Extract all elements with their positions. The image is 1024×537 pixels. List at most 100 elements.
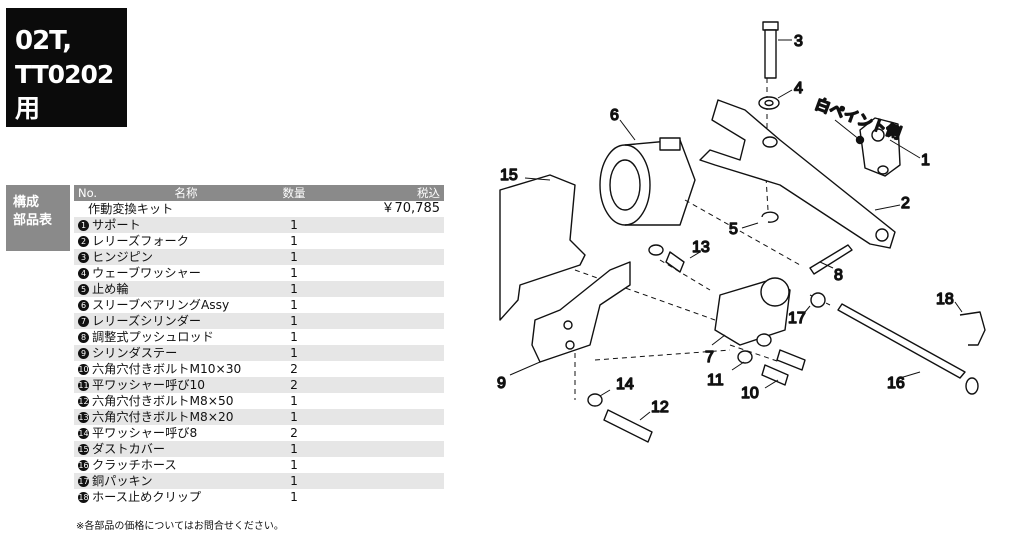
part-quantity: 1 <box>260 249 328 265</box>
price-note: ※各部品の価格についてはお問合せください。 <box>76 521 284 532</box>
callout-11: 11 <box>707 372 724 389</box>
white-paint-side-label: 白ペイント側 <box>813 95 904 143</box>
part-price <box>328 441 444 457</box>
leader-lines <box>509 39 963 421</box>
part-price <box>328 233 444 249</box>
part-number-badge: 18 <box>78 492 89 503</box>
part-number-badge: 4 <box>78 268 89 279</box>
part-price <box>328 377 444 393</box>
part-number-badge: 12 <box>78 396 89 407</box>
callout-8: 8 <box>834 267 843 284</box>
callout-10: 10 <box>741 385 759 402</box>
part-quantity: 2 <box>260 377 328 393</box>
bolt-m8x20-part <box>648 244 685 273</box>
part-price <box>328 313 444 329</box>
part-name: レリーズシリンダー <box>92 314 202 328</box>
part-number-badge: 7 <box>78 316 89 327</box>
part-price <box>328 281 444 297</box>
part-price <box>328 297 444 313</box>
part-quantity: 1 <box>260 345 328 361</box>
part-quantity: 1 <box>290 298 298 312</box>
callout-9: 9 <box>497 375 506 392</box>
part-number-badge: 14 <box>78 428 89 439</box>
part-price <box>328 217 444 233</box>
header-name: 名称 <box>112 185 260 201</box>
part-name: シリンダステー <box>92 346 178 360</box>
part-name: 六角穴付きボルトM8×50 <box>92 394 234 408</box>
part-name: 調整式プッシュロッド <box>92 330 214 344</box>
part-number-badge: 11 <box>78 380 89 391</box>
kit-row: 作動変換キット ￥70,785 <box>74 201 444 217</box>
part-price <box>328 409 444 425</box>
model-title-line1: 02T, <box>15 26 72 56</box>
part-quantity: 1 <box>290 458 298 472</box>
callout-1: 1 <box>921 152 930 169</box>
callout-18: 18 <box>936 291 954 308</box>
part-quantity: 1 <box>260 409 328 425</box>
callout-13: 13 <box>692 239 710 256</box>
callout-5: 5 <box>729 221 738 238</box>
part-name: 止め輪 <box>92 282 129 296</box>
part-price <box>328 393 444 409</box>
model-title-line2: TT0202用 <box>15 60 114 123</box>
hose-clip-part <box>959 311 986 346</box>
part-name: スリーブベアリングAssy <box>92 298 230 312</box>
part-number-badge: 16 <box>78 460 89 471</box>
parts-list-tag-line1: 構成 <box>13 195 40 210</box>
copper-packing-part <box>810 292 826 308</box>
part-number-badge: 2 <box>78 236 89 247</box>
part-quantity: 1 <box>260 473 328 489</box>
exploded-parts-diagram: 白ペイント側 3 4 1 2 5 6 15 13 8 17 9 7 11 10 … <box>496 21 986 443</box>
part-name: レリーズフォーク <box>92 234 189 248</box>
part-name: 六角穴付きボルトM8×20 <box>92 410 234 424</box>
part-number-badge: 1 <box>78 220 89 231</box>
part-number-badge: 5 <box>78 284 89 295</box>
release-fork-part <box>699 99 896 249</box>
part-price <box>328 489 444 505</box>
part-name: 六角穴付きボルトM10×30 <box>92 362 242 376</box>
callout-7: 7 <box>705 349 714 366</box>
part-name: クラッチホース <box>92 458 177 472</box>
snap-ring-part <box>761 211 779 223</box>
part-quantity: 1 <box>290 266 298 280</box>
bolts-m10-washers-part <box>737 333 806 386</box>
kit-price: ￥70,785 <box>381 201 441 216</box>
callout-14: 14 <box>616 376 634 393</box>
push-rod-part <box>809 244 853 275</box>
part-number-badge: 13 <box>78 412 89 423</box>
part-name: ダストカバー <box>92 442 166 456</box>
part-name: ウェーブワッシャー <box>92 266 201 280</box>
part-name: ヒンジピン <box>92 250 153 264</box>
callout-4: 4 <box>794 80 803 97</box>
kit-name: 作動変換キット <box>88 202 174 216</box>
part-price <box>328 473 444 489</box>
part-quantity: 1 <box>260 441 328 457</box>
callout-16: 16 <box>887 375 905 392</box>
part-quantity: 2 <box>290 362 298 376</box>
